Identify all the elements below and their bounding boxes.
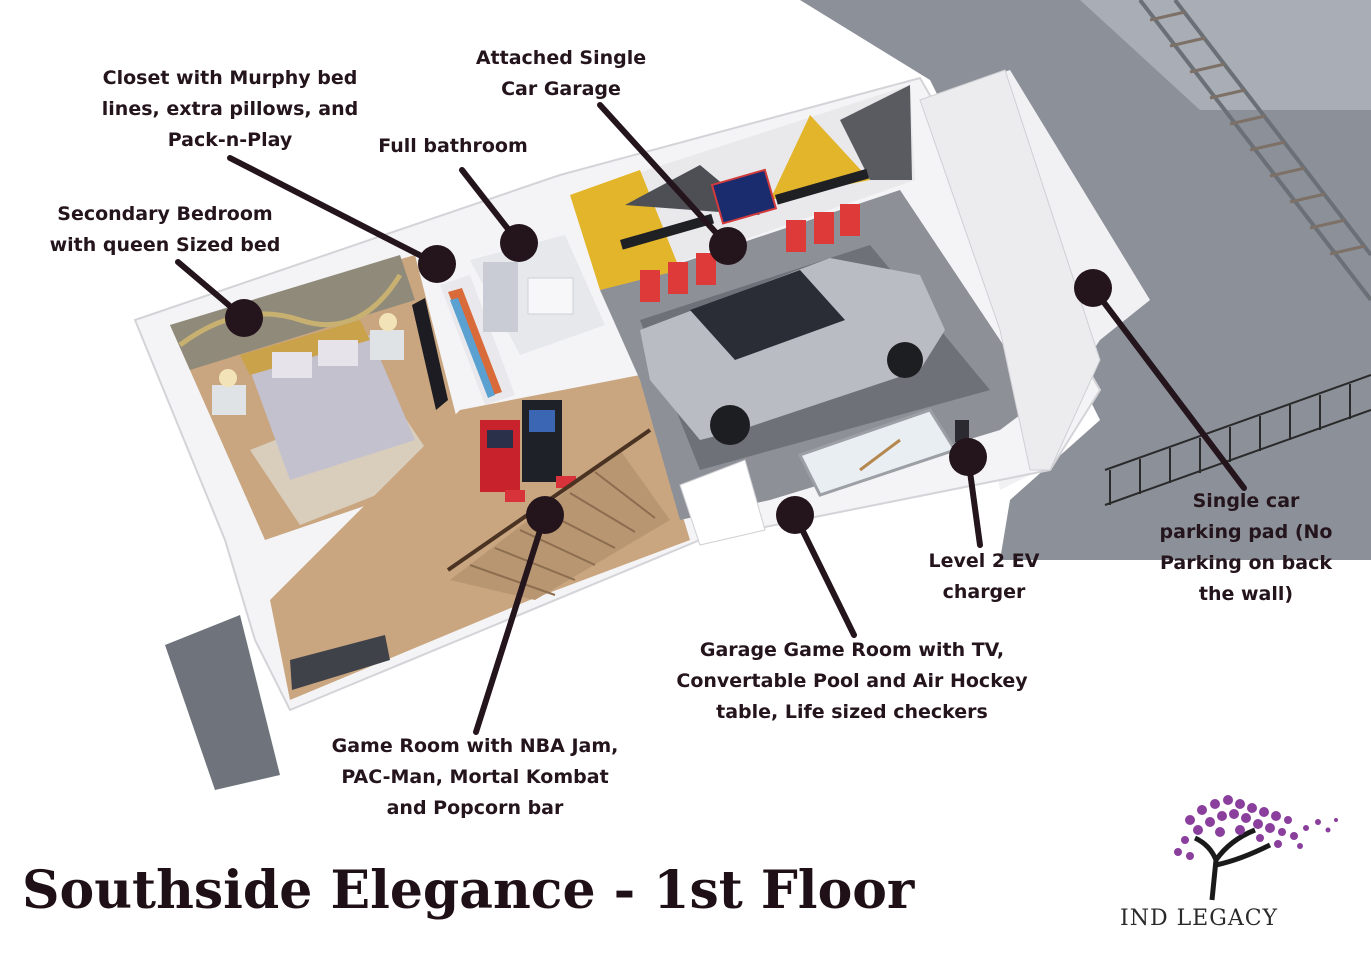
sidewalk [1080, 0, 1371, 110]
callout-line: PAC-Man, Mortal Kombat [341, 766, 609, 788]
callout-line: Convertable Pool and Air Hockey [676, 670, 1028, 692]
callout-line: Closet with Murphy bed [102, 67, 358, 89]
callout-line: Single car [1192, 490, 1300, 512]
callout-garage-game-room: Garage Game Room with TV, Convertable Po… [652, 635, 1052, 728]
leader-garage [597, 102, 731, 249]
callout-line: lines, extra pillows, and [101, 98, 359, 120]
dot-bathroom [500, 224, 538, 262]
callout-game-room: Game Room with NBA Jam, PAC-Man, Mortal … [310, 731, 640, 824]
bar-stools [640, 204, 860, 302]
leader-closet [227, 155, 440, 267]
callout-line: parking pad (No [1159, 521, 1333, 543]
leader-game-room [473, 512, 548, 735]
nightstand-left [212, 385, 246, 415]
brand-name: IND LEGACY [1120, 906, 1279, 931]
callout-line: with queen Sized bed [49, 234, 281, 256]
rail-ties [1149, 10, 1366, 256]
callout-line: Full bathroom [378, 135, 528, 157]
shower [483, 262, 518, 332]
callout-bathroom: Full bathroom [368, 131, 538, 162]
callout-line: table, Life sized checkers [716, 701, 988, 723]
bathroom-vanity [527, 277, 574, 315]
callout-line: Pack-n-Play [167, 129, 293, 151]
dot-parking [1074, 269, 1112, 307]
callout-closet: Closet with Murphy bed lines, extra pill… [90, 63, 370, 156]
purple-tree-logo-icon [1174, 795, 1338, 901]
ev-charger-unit [955, 420, 969, 442]
dot-closet [418, 245, 456, 283]
page-title: Southside Elegance - 1st Floor [22, 860, 915, 921]
leader-parking [1090, 285, 1247, 491]
life-sized-checkers [710, 168, 778, 225]
leader-garage-game [792, 512, 857, 638]
dot-ev [949, 438, 987, 476]
dot-garage [709, 227, 747, 265]
bar-counter-left [620, 213, 715, 250]
bedroom-accent-wall [170, 255, 415, 370]
callout-line: Garage Game Room with TV, [699, 639, 1005, 661]
callout-dots [225, 224, 1112, 534]
callout-line: Game Room with NBA Jam, [331, 735, 619, 757]
bar-counter-right [775, 168, 870, 205]
callout-line: and Popcorn bar [386, 797, 564, 819]
callout-line: Level 2 EV [928, 550, 1040, 572]
callout-line: Parking on back [1159, 552, 1332, 574]
callout-line: Secondary Bedroom [57, 203, 273, 225]
callout-bedroom: Secondary Bedroom with queen Sized bed [40, 199, 290, 261]
hallway-window [290, 635, 390, 690]
callout-ev-charger: Level 2 EV charger [914, 546, 1054, 608]
callout-parking: Single car parking pad (No Parking on ba… [1146, 486, 1346, 610]
suv-car [640, 258, 945, 445]
callout-line: Car Garage [501, 78, 621, 100]
dot-game-room [526, 496, 564, 534]
bedroom-tv [412, 298, 448, 410]
yellow-triangle-decal-left [570, 170, 680, 290]
dot-garage-game [776, 496, 814, 534]
dot-bedroom [225, 299, 263, 337]
callout-leaders [175, 102, 1247, 735]
callout-garage: Attached Single Car Garage [466, 43, 656, 105]
hall-closet [679, 459, 766, 546]
callout-line: the wall) [1198, 583, 1294, 605]
callout-line: charger [942, 581, 1026, 603]
garage-door [919, 69, 1101, 471]
nightstand-right [370, 330, 404, 360]
hallway-floor [270, 375, 690, 700]
front-steps [165, 615, 280, 790]
iron-fence [1104, 374, 1371, 506]
callout-line: Attached Single [475, 47, 647, 69]
